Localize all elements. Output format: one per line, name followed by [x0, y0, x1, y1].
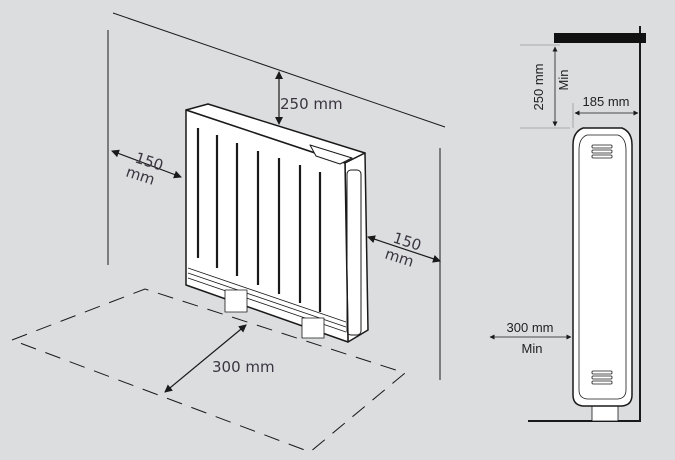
- side-view: 250 mm Min 185 mm 300 mm Min: [489, 26, 646, 422]
- heater-perspective: [185, 103, 369, 343]
- side-front-clearance-label: 300 mm: [507, 320, 554, 335]
- heater-leg-left: [224, 289, 248, 313]
- top-clearance-label: 250 mm: [280, 95, 343, 113]
- control-panel: [309, 144, 353, 165]
- heater-front: [185, 109, 349, 343]
- ceiling-shelf: [554, 33, 646, 43]
- heater-leg-right: [301, 317, 325, 339]
- side-top-clearance-qualifier: Min: [556, 70, 571, 91]
- vent-slots-bottom: [591, 370, 613, 385]
- vent-slots-top: [591, 144, 613, 159]
- front-clearance-label: 300 mm: [212, 358, 275, 376]
- depth-label: 185 mm: [583, 94, 630, 109]
- side-top-clearance-label: 250 mm: [531, 64, 546, 111]
- wall-outline: [107, 12, 446, 380]
- left-clearance-arrow: [111, 149, 182, 179]
- heater-side: [344, 152, 369, 343]
- side-front-clearance-qualifier: Min: [522, 341, 543, 356]
- heater-fins: [196, 128, 322, 312]
- ceiling-edge-line: [112, 12, 446, 128]
- side-heater-body: [572, 127, 633, 407]
- front-clearance-arrow: [164, 324, 247, 393]
- side-grille: [346, 169, 362, 336]
- right-clearance-arrow: [367, 235, 441, 263]
